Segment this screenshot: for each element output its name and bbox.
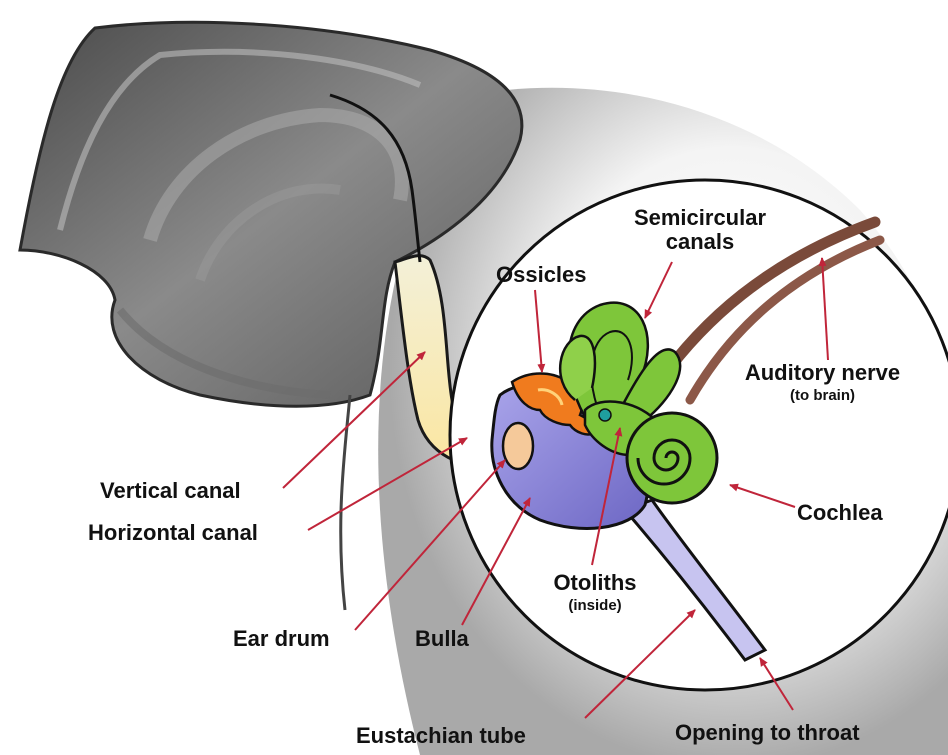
cochlea	[627, 413, 717, 503]
label-cochlea: Cochlea	[797, 502, 883, 524]
label-semicircular-line2: canals	[600, 231, 800, 253]
label-bulla: Bulla	[415, 628, 469, 650]
label-semicircular-canals: Semicircular canals	[600, 207, 800, 253]
label-eustachian-tube: Eustachian tube	[356, 725, 526, 747]
label-opening-to-throat: Opening to throat	[675, 722, 860, 744]
label-ear-drum: Ear drum	[233, 628, 330, 650]
label-otoliths-main: Otoliths	[530, 572, 660, 594]
label-horizontal-canal: Horizontal canal	[88, 522, 258, 544]
label-otoliths-sub: (inside)	[530, 598, 660, 613]
label-auditory-nerve-main: Auditory nerve	[700, 362, 945, 384]
label-otoliths: Otoliths (inside)	[530, 572, 660, 613]
label-auditory-nerve-sub: (to brain)	[700, 388, 945, 403]
label-ossicles: Ossicles	[496, 264, 587, 286]
label-auditory-nerve: Auditory nerve (to brain)	[700, 362, 945, 403]
label-semicircular-line1: Semicircular	[600, 207, 800, 229]
ear-drum	[503, 423, 533, 469]
label-vertical-canal: Vertical canal	[100, 480, 241, 502]
